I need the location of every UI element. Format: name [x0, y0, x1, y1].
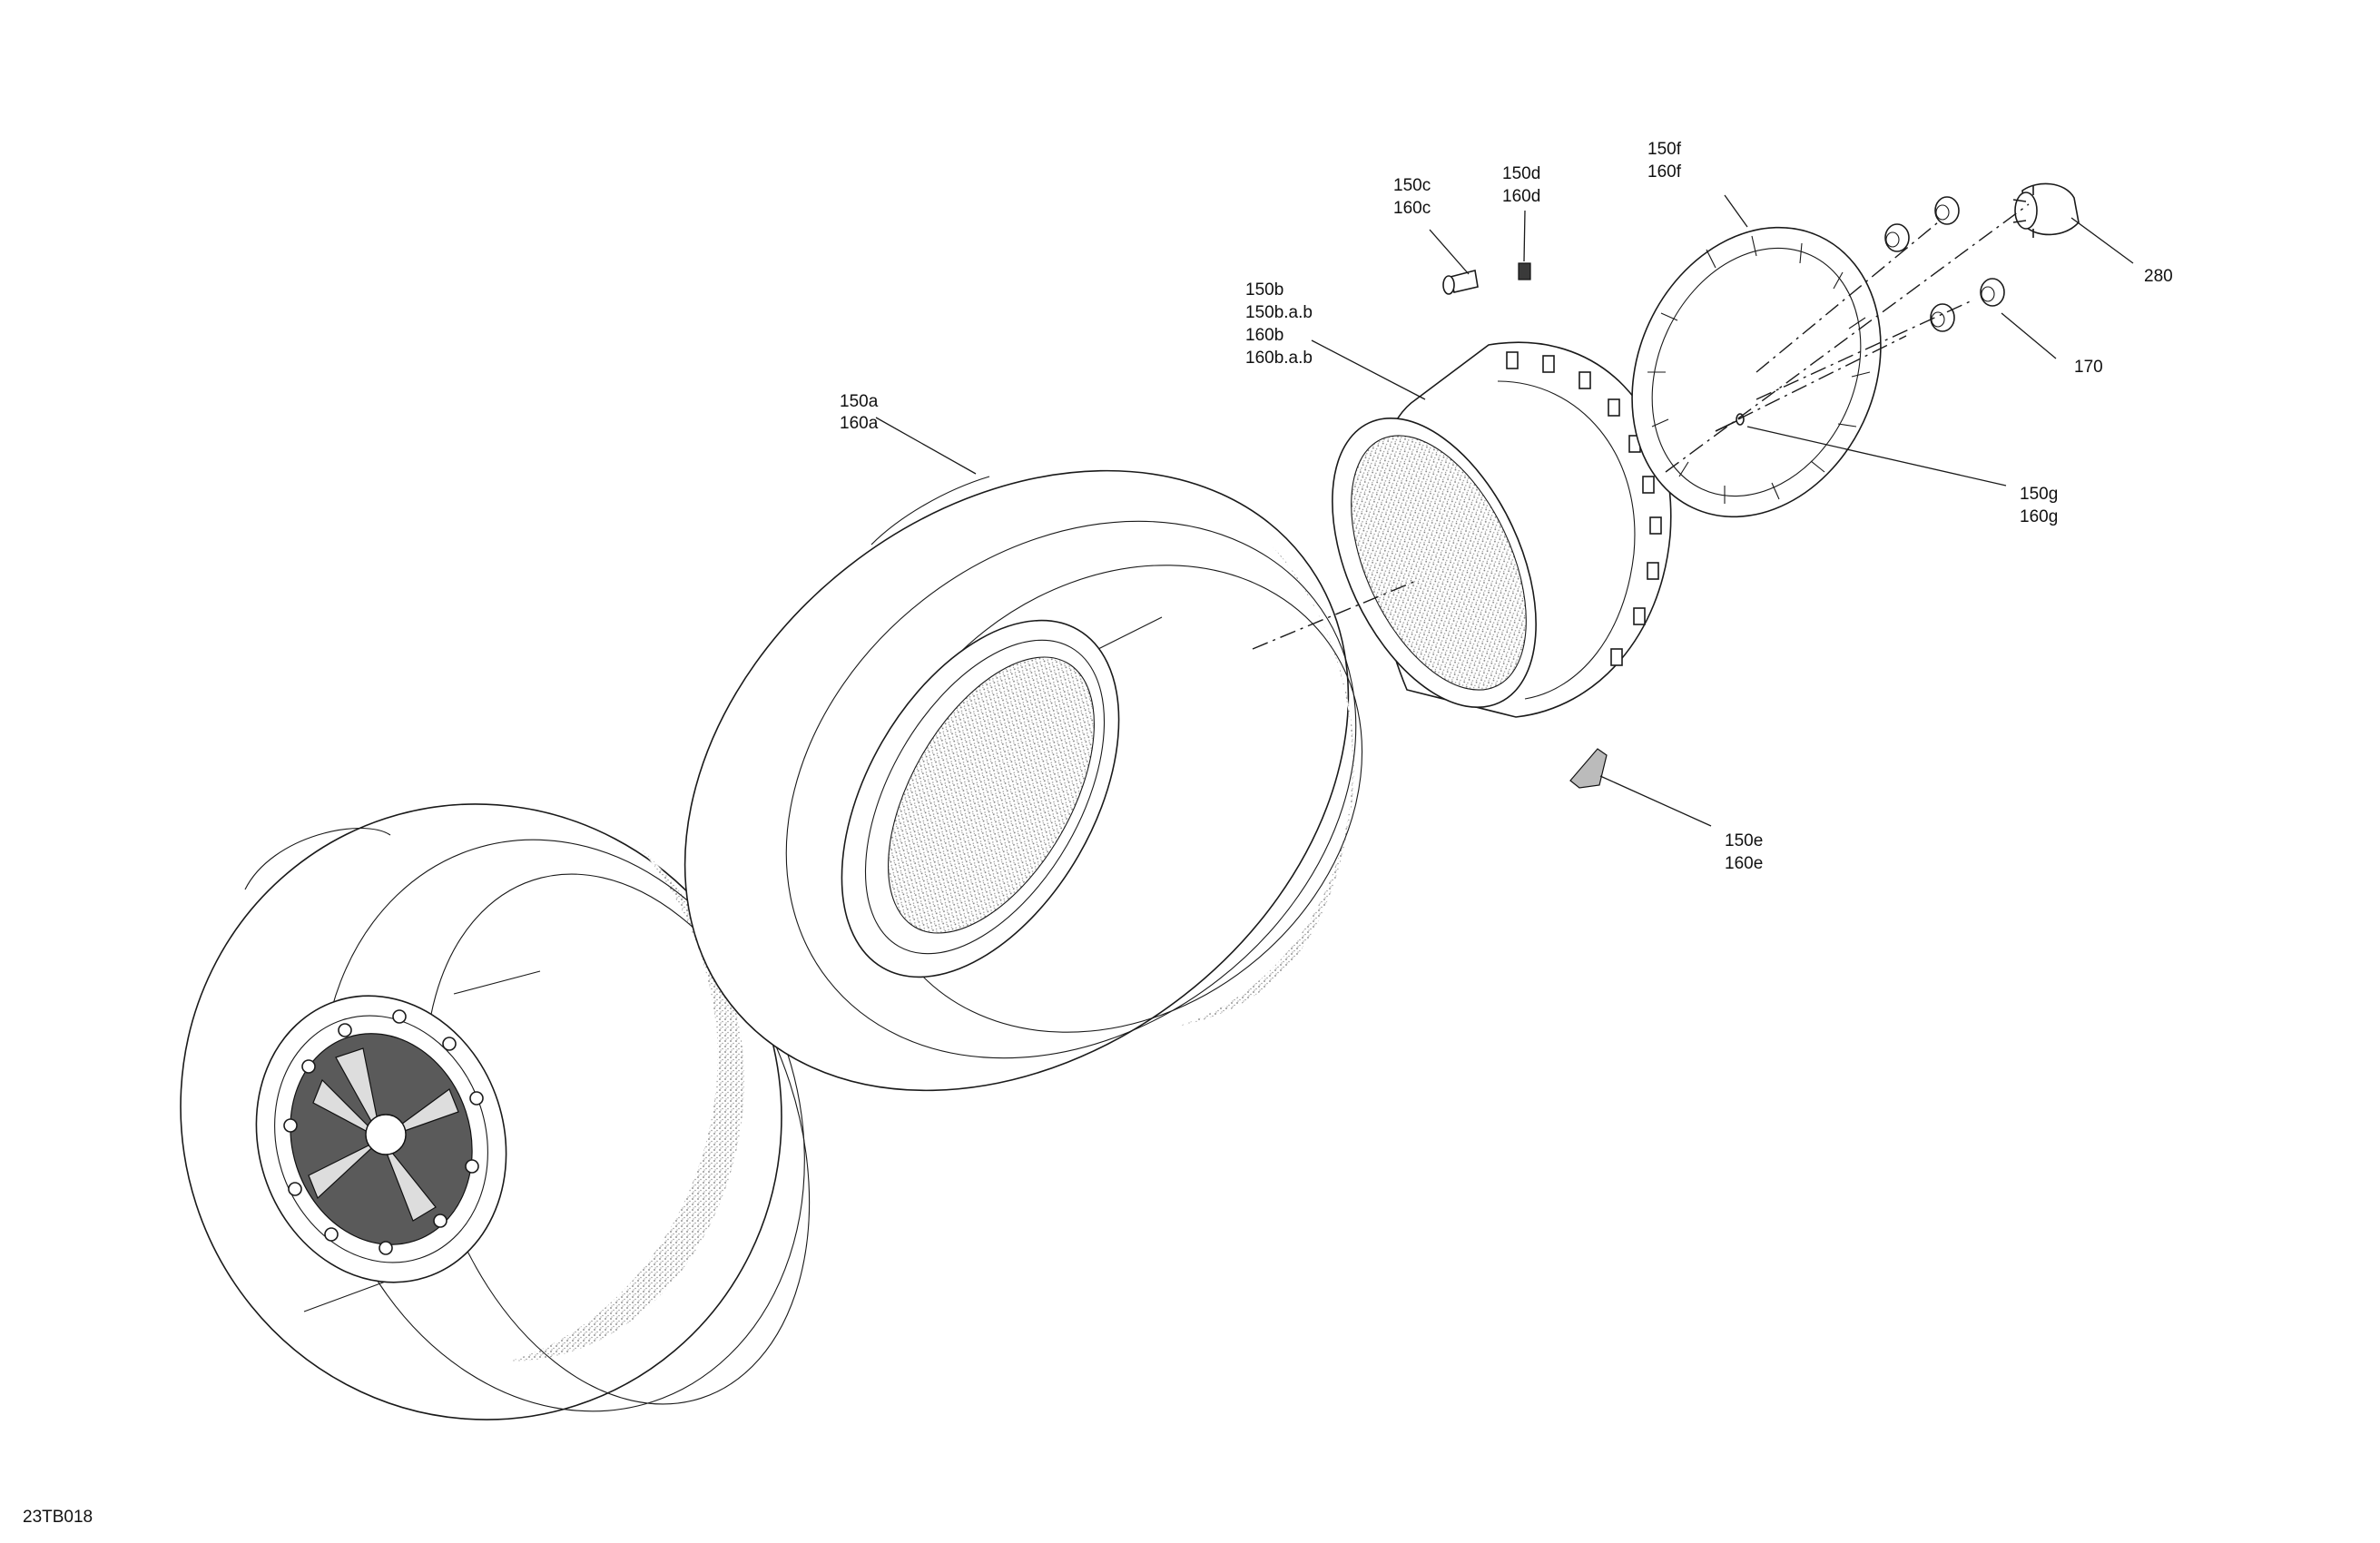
svg-text:280: 280 — [2144, 267, 2173, 286]
tire-150a — [684, 469, 1363, 1092]
callout-150e: 150e 160e — [1725, 831, 1763, 873]
svg-text:150d: 150d — [1502, 164, 1540, 183]
weight-150e — [1569, 748, 1608, 789]
svg-text:170: 170 — [2074, 358, 2103, 377]
svg-text:150c: 150c — [1393, 176, 1431, 195]
rim-150b — [1332, 341, 1672, 718]
leader-lines — [875, 194, 2134, 827]
bolt-150g — [1715, 413, 1745, 432]
svg-text:150e: 150e — [1725, 831, 1763, 850]
svg-text:150f: 150f — [1647, 140, 1682, 159]
callout-150c: 150c 160c — [1393, 176, 1431, 218]
rim-spokes — [308, 1047, 459, 1222]
drawing-code: 23TB018 — [23, 1508, 93, 1527]
svg-text:160f: 160f — [1647, 162, 1682, 182]
callout-170: 170 — [2074, 358, 2103, 377]
callout-150a: 150a 160a — [840, 392, 879, 433]
svg-text:150a: 150a — [840, 392, 879, 411]
nuts-170 — [1884, 196, 2005, 332]
assembly-axes — [1252, 203, 2030, 650]
svg-text:150g: 150g — [2020, 485, 2058, 504]
rim-tabs — [1506, 351, 1662, 666]
svg-text:160g: 160g — [2020, 507, 2058, 526]
callout-150b: 150b 150b.a.b 160b 160b.a.b — [1245, 280, 1313, 368]
svg-text:150b.a.b: 150b.a.b — [1245, 303, 1313, 322]
svg-text:160c: 160c — [1393, 199, 1431, 218]
svg-text:160e: 160e — [1725, 854, 1763, 873]
beadlock-notches — [1647, 235, 1871, 504]
callout-150d: 150d 160d — [1502, 164, 1540, 206]
svg-text:160b: 160b — [1245, 326, 1283, 345]
callout-280: 280 — [2144, 267, 2173, 286]
assembled-wheel — [180, 803, 811, 1420]
valve-cap-150d — [1518, 262, 1531, 280]
callout-150f: 150f 160f — [1647, 140, 1682, 182]
svg-text:160d: 160d — [1502, 187, 1540, 206]
callout-150g: 150g 160g — [2020, 485, 2058, 526]
svg-text:150b: 150b — [1245, 280, 1283, 300]
svg-text:160a: 160a — [840, 414, 879, 433]
valve-stem-150c — [1442, 270, 1479, 295]
rim-bolts — [283, 1009, 484, 1255]
hub-280 — [2012, 182, 2080, 238]
svg-text:160b.a.b: 160b.a.b — [1245, 349, 1313, 368]
